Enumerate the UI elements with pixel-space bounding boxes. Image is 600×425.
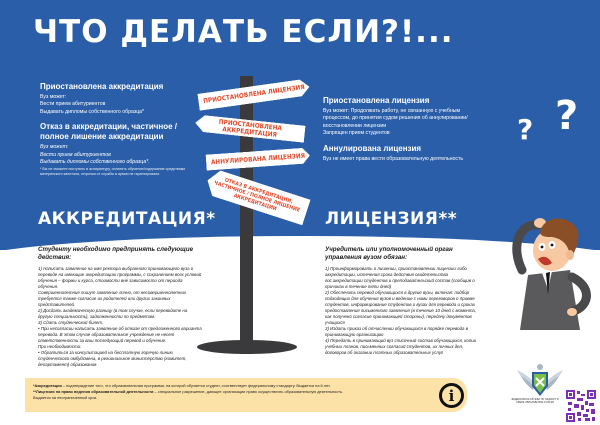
license-status-block: Приостановлена лицензия Вуз может: Продо… — [323, 96, 473, 163]
signpost-pole — [240, 76, 253, 352]
accreditation-actions-heading: Студенту необходимо предпринять следующи… — [38, 246, 194, 261]
license-obligations: Учредитель или уполномоченный орган упра… — [325, 246, 480, 356]
license-obligations-body: 1) Проинформировать о лишении, приостано… — [325, 266, 477, 355]
info-icon: i — [439, 383, 464, 408]
license-definition-term: **Лицензия на право ведения образователь… — [33, 388, 154, 394]
license-definition-text: – специальное разрешение, дающее организ… — [153, 388, 344, 394]
suspended-accreditation-line: Вести прием абитуриентов — [40, 101, 106, 108]
denied-accreditation-line: Выдавать дипломы собственного образца*. — [40, 159, 150, 166]
qr-code-icon — [566, 390, 596, 422]
signpost-base — [197, 340, 297, 354]
suspended-license-line: Вуз может: Продолжать работу, не связанн… — [323, 108, 468, 129]
accreditation-section-title: АККРЕДИТАЦИЯ* — [38, 209, 216, 229]
denied-accreditation-line: Вести прием абитуриентов — [40, 151, 111, 158]
definitions-text: *Аккредитация – подтверждение того, что … — [33, 383, 423, 400]
license-section-title: ЛИЦЕНЗИЯ** — [325, 209, 458, 229]
accreditation-status-block: Приостановлена аккредитация Вуз может: В… — [40, 82, 200, 177]
suspended-accreditation-line: Выдавать дипломы собственного образца* — [40, 108, 145, 115]
suspended-accreditation-line: Вуз может: — [40, 94, 67, 100]
annulled-license-line: Вуз не имеет права вести образовательную… — [323, 155, 464, 162]
denied-accreditation-line: Вуз может: — [40, 144, 69, 151]
suspended-accreditation-heading: Приостановлена аккредитация — [40, 82, 164, 91]
accreditation-actions: Студенту необходимо предпринять следующи… — [38, 246, 203, 368]
denied-accreditation-footnote: * Вы не сможете поступить в аспирантуру,… — [40, 167, 186, 177]
denied-accreditation-heading: Отказ в аккредитации, частичное / полное… — [40, 122, 178, 142]
accreditation-definition-text: – подтверждение того, что образовательна… — [61, 383, 331, 388]
license-obligations-heading: Учредитель или уполномоченный орган упра… — [325, 246, 453, 261]
question-mark-icon: ? — [555, 93, 579, 139]
page-title: ЧТО ДЕЛАТЬ ЕСЛИ?!... — [33, 14, 454, 50]
suspended-license-line: Запрещен прием студентов — [323, 130, 390, 137]
annulled-license-heading: Аннулирована лицензия — [323, 143, 422, 153]
license-definition-term-validity: Выдается на неограниченный срок. — [33, 394, 98, 400]
rosobrnadzor-emblem-icon — [517, 364, 563, 396]
accreditation-actions-body: 1) Написать заявление на имя ректора выб… — [38, 266, 202, 367]
suspended-license-heading: Приостановлена лицензия — [323, 96, 430, 105]
accreditation-definition-term: *Аккредитация — [33, 383, 62, 388]
definitions-info-bar: *Аккредитация – подтверждение того, что … — [25, 378, 467, 412]
logo-caption: ФЕДЕРАЛЬНАЯ СЛУЖБА ПО НАДЗОРУ В СФЕРЕ ОБ… — [511, 398, 559, 405]
confused-person-illustration — [512, 218, 591, 330]
question-mark-icon: ? — [517, 113, 534, 146]
white-wave-divider — [0, 236, 600, 316]
